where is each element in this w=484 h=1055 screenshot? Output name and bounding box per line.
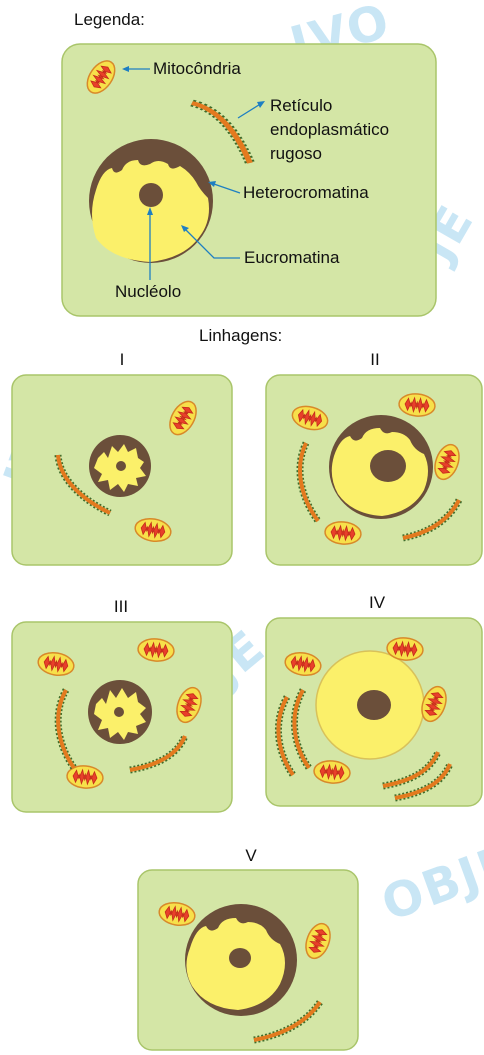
lineages-title: Linhagens: [199, 326, 282, 346]
lineage-label-II: II [355, 350, 395, 370]
label-rer-line3: rugoso [270, 144, 322, 164]
cell-V-nucleus [185, 904, 297, 1016]
lineage-label-V: V [231, 846, 271, 866]
label-heterochromatin: Heterocromatina [243, 183, 369, 203]
label-rer-line1: Retículo [270, 96, 332, 116]
legend-nucleus [89, 139, 213, 263]
label-nucleolus: Nucléolo [115, 282, 181, 302]
lineage-label-I: I [102, 350, 142, 370]
cell-II-nucleus [329, 415, 433, 519]
label-euchromatin: Eucromatina [244, 248, 339, 268]
cell-IV-nucleus [316, 651, 424, 759]
cell-III-nucleus [88, 680, 152, 744]
lineage-label-IV: IV [357, 593, 397, 613]
label-mitochondria: Mitocôndria [153, 59, 241, 79]
lineage-label-III: III [101, 597, 141, 617]
label-rer-line2: endoplasmático [270, 120, 389, 140]
cell-I-nucleus [89, 435, 151, 497]
legend-title: Legenda: [74, 10, 145, 30]
